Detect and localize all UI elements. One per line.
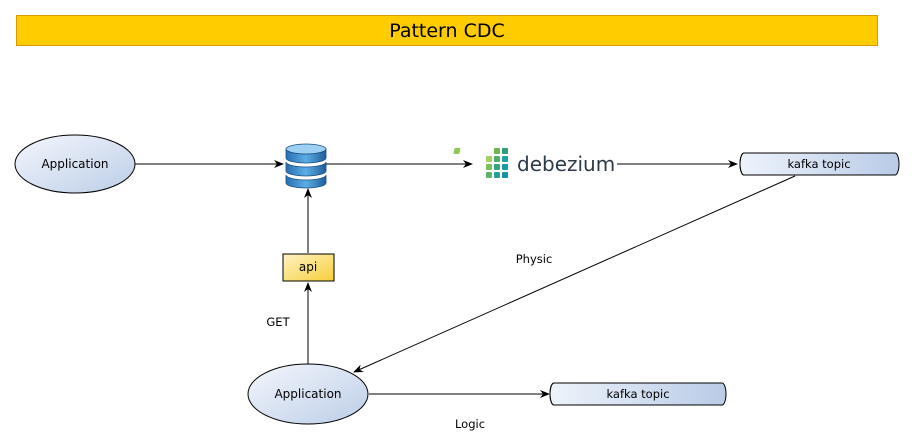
debezium-wordmark: debezium <box>517 152 615 176</box>
node-api-label: api <box>299 260 317 274</box>
debezium-mark-icon <box>453 148 508 178</box>
database-icon <box>285 143 327 189</box>
node-application-bottom: Application <box>247 363 369 425</box>
node-kafka-topic-bottom: kafka topic <box>549 382 727 406</box>
diagram-title: Pattern CDC <box>16 15 878 46</box>
node-kafka-topic-bottom-label: kafka topic <box>606 387 669 401</box>
node-kafka-topic-top-label: kafka topic <box>787 157 850 171</box>
edge-kafka-to-app <box>353 175 796 373</box>
debezium-logo: debezium <box>453 148 615 178</box>
edge-label-physic: Physic <box>515 252 553 266</box>
node-api: api <box>282 253 335 282</box>
edge-label-logic: Logic <box>454 417 486 431</box>
node-application-top-label: Application <box>41 157 108 171</box>
node-kafka-topic-top: kafka topic <box>739 152 900 176</box>
edge-label-get: GET <box>266 315 290 329</box>
node-application-bottom-label: Application <box>274 387 341 401</box>
node-application-top: Application <box>14 134 136 194</box>
